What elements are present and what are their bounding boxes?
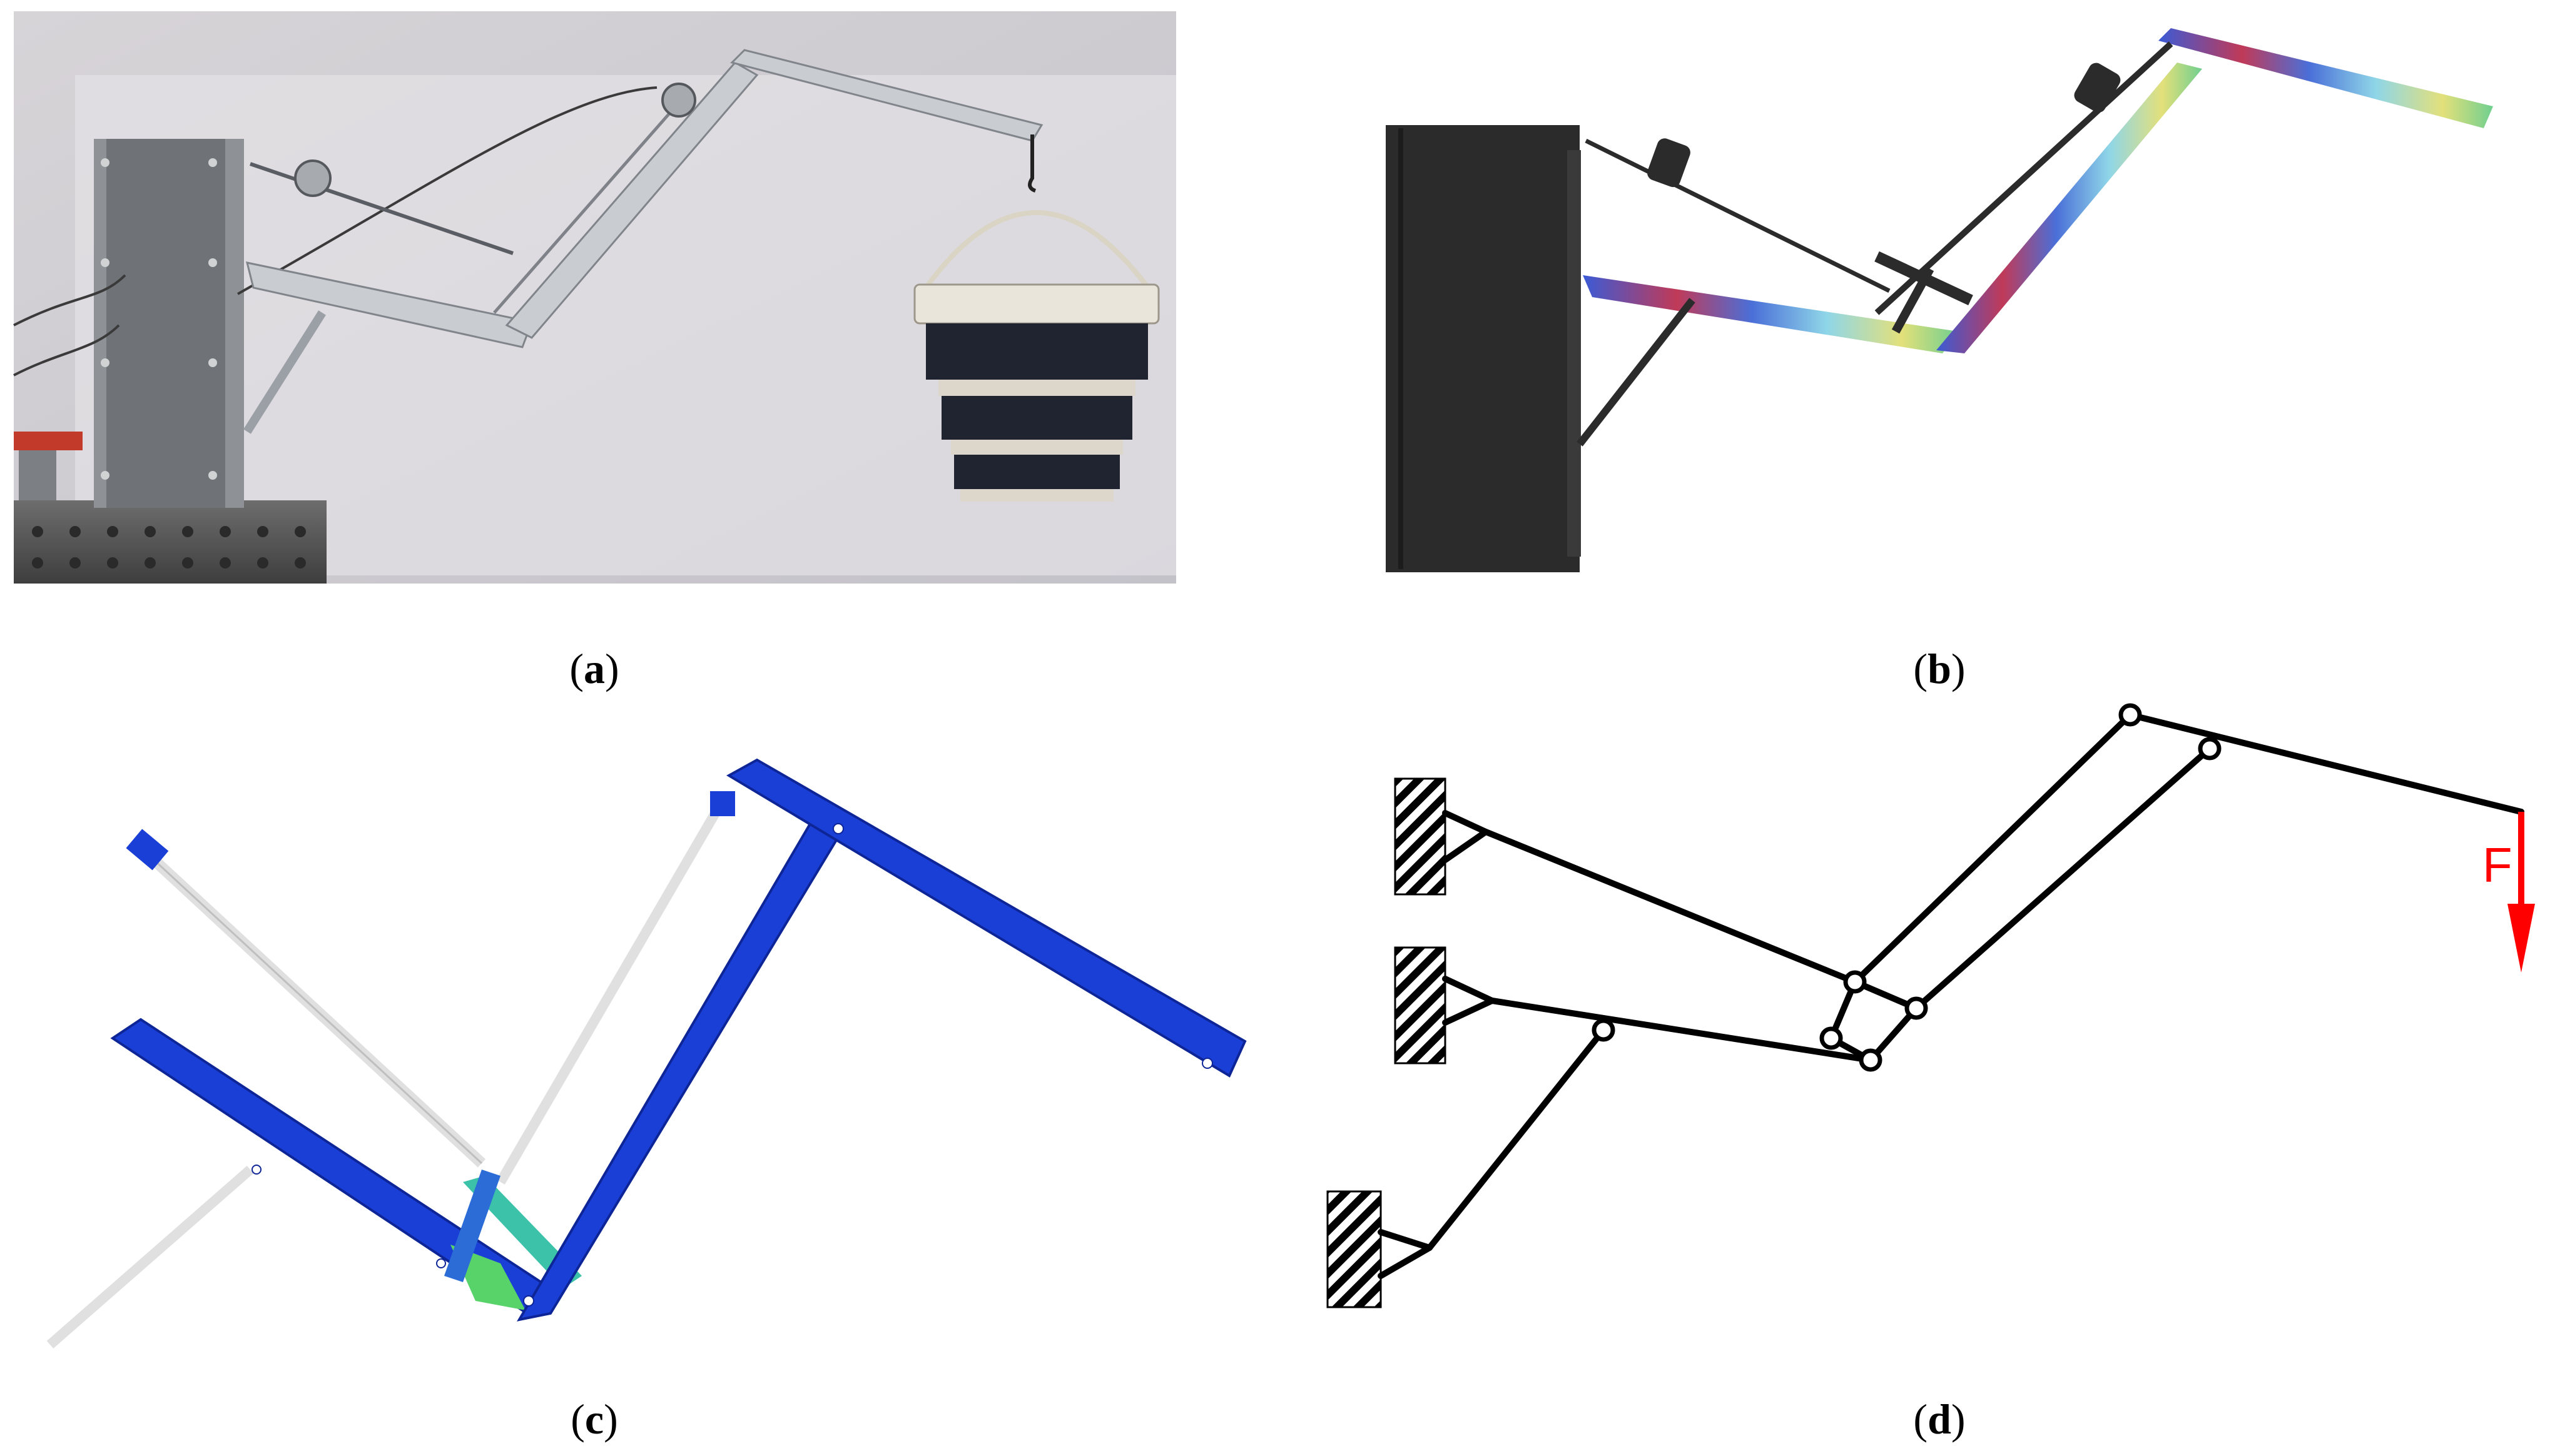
- column-bolts: [101, 158, 217, 480]
- fem-top-arm: [726, 758, 1247, 1078]
- joint: [2198, 737, 2222, 761]
- cad-diagonal-strut: [1577, 298, 1695, 447]
- diagonal-strut: [243, 310, 326, 434]
- ground-support-top: [1394, 777, 1446, 896]
- joint: [1859, 1048, 1882, 1072]
- force-label: F: [2482, 837, 2512, 892]
- panel-b-svg: [1386, 28, 2493, 572]
- link-rising-1: [1852, 712, 2133, 985]
- caption-d: (d): [1913, 1395, 1966, 1443]
- fem-strut: [46, 1165, 254, 1349]
- panel-a-photo: [0, 0, 1189, 600]
- link-strut: [1426, 1027, 1607, 1251]
- caption-d-letter: d: [1928, 1395, 1951, 1443]
- fem-rod-end-cap: [126, 829, 169, 871]
- panel-d-kinematic: F: [1314, 688, 2555, 1363]
- cad-load-cell-2: [2074, 63, 2121, 113]
- upper-arm: [505, 61, 759, 339]
- support-bracket-middle: [1442, 976, 1495, 1026]
- joint: [1904, 996, 1928, 1020]
- cad-tie-rod: [1585, 138, 1891, 293]
- load-cell-1: [294, 159, 332, 197]
- cad-top-beam: [2158, 28, 2493, 128]
- joint: [1819, 1026, 1843, 1050]
- joint: [1843, 970, 1867, 994]
- caption-c-letter: c: [584, 1395, 604, 1443]
- joint: [1592, 1018, 1615, 1042]
- sensor-wires: [13, 86, 658, 377]
- workbench-holes: [32, 526, 306, 569]
- fem-pin-holes: [251, 823, 1213, 1307]
- ground-support-middle: [1394, 946, 1446, 1064]
- panel-b-cad: [1345, 0, 2555, 600]
- support-bracket-top: [1442, 810, 1489, 863]
- link-upper-arm: [1483, 829, 1858, 985]
- caption-b: (b): [1913, 645, 1966, 692]
- top-arm: [730, 49, 1044, 142]
- link-rising-2: [1913, 746, 2213, 1011]
- panel-c-fem: [0, 725, 1283, 1388]
- support-bracket-bottom: [1378, 1229, 1433, 1279]
- caption-b-letter: b: [1928, 645, 1951, 692]
- cad-tower: [1386, 125, 1580, 572]
- cad-rising-beam: [1936, 63, 2202, 353]
- ground-support-bottom: [1326, 1190, 1382, 1308]
- fem-actuator-rod: [496, 797, 727, 1185]
- panel-c-svg: [46, 758, 1247, 1349]
- lower-arm: [245, 261, 534, 348]
- cad-lower-beam: [1583, 275, 1958, 353]
- workbench: [14, 500, 327, 584]
- caption-a-letter: a: [584, 645, 605, 692]
- caption-a: (a): [569, 645, 619, 692]
- fem-link: [463, 1176, 582, 1288]
- tie-rod: [250, 162, 514, 255]
- link-top-arm: [2127, 712, 2524, 815]
- force-arrow-head: [2507, 904, 2535, 973]
- panel-a-svg: [13, 11, 1176, 584]
- cad-load-cell-1: [1647, 138, 1690, 188]
- bucket: [913, 210, 1160, 502]
- panel-d-svg: F: [1326, 703, 2535, 1308]
- load-cell-2: [661, 83, 696, 118]
- joint: [2118, 703, 2142, 727]
- caption-c: (c): [571, 1395, 618, 1443]
- pin-joints: [1592, 703, 2222, 1072]
- hook: [1028, 134, 1037, 193]
- link-lower-arm: [1489, 998, 1874, 1063]
- clamp: [14, 432, 83, 450]
